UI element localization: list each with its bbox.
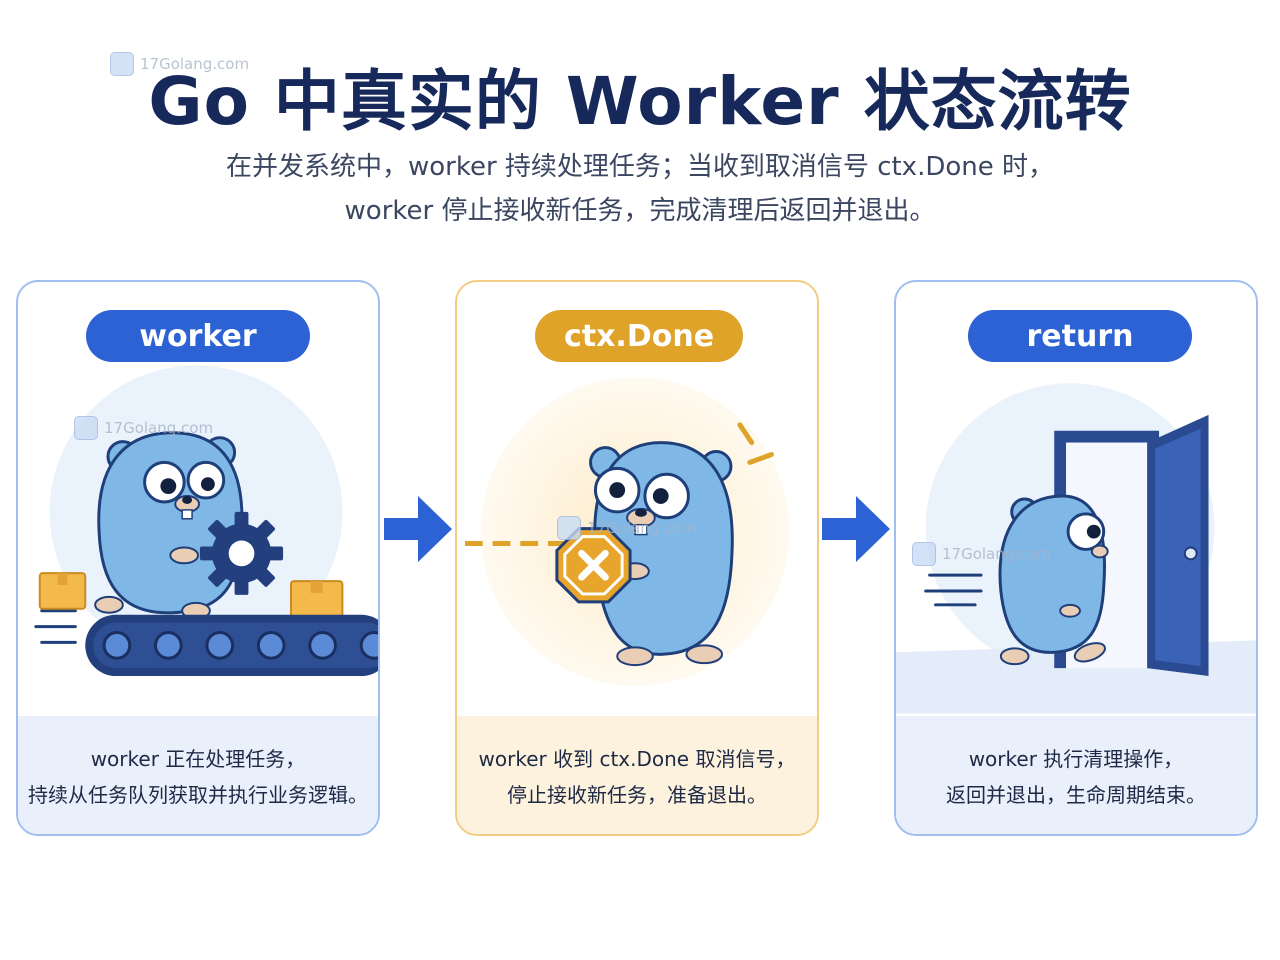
gopher-stop-illustration <box>464 377 790 686</box>
gopher-exit-illustration <box>896 383 1256 714</box>
panel-caption: worker 执行清理操作， 返回并退出，生命周期结束。 <box>896 716 1256 834</box>
gopher-icon <box>589 441 734 667</box>
watermark-icon <box>74 416 98 440</box>
gopher-icon <box>94 431 244 620</box>
gear-icon <box>199 511 284 595</box>
watermark-logo: 17Golang.com <box>74 416 213 440</box>
watermark-logo: 17Golang.com <box>557 516 696 540</box>
caption-line: 持续从任务队列获取并执行业务逻辑。 <box>28 783 368 807</box>
state-label-return: return <box>968 310 1192 362</box>
caption-line: 返回并退出，生命周期结束。 <box>946 783 1206 807</box>
door-icon <box>1054 414 1209 677</box>
watermark-icon <box>912 542 936 566</box>
arrow-right-icon <box>822 496 890 562</box>
stop-cancel-icon <box>555 527 632 604</box>
caption-line: 停止接收新任务，准备退出。 <box>507 783 767 807</box>
panel-worker: worker 17Golang.com worker 正在处理任务， 持续从任务… <box>16 280 380 836</box>
speed-lines-icon <box>924 573 983 607</box>
package-icon <box>38 572 87 610</box>
watermark-logo: 17Golang.com <box>110 52 249 76</box>
caption-line: worker 执行清理操作， <box>968 747 1184 771</box>
caption-line: worker 正在处理任务， <box>90 747 306 771</box>
panel-return: return 17Golang.com worker 执行清理操作， 返回并退出… <box>894 280 1258 836</box>
gopher-icon <box>998 494 1109 666</box>
package-icon <box>289 580 344 620</box>
gopher-conveyor-illustration <box>34 365 378 677</box>
arrow-right-icon <box>384 496 452 562</box>
subtitle-line-1: 在并发系统中，worker 持续处理任务；当收到取消信号 ctx.Done 时， <box>225 152 1054 182</box>
watermark-logo: 17Golang.com <box>912 542 1051 566</box>
caption-line: worker 收到 ctx.Done 取消信号， <box>478 747 796 771</box>
panel-ctx-done: ctx.Done 17Golang.com worker 收到 ctx.Done… <box>455 280 819 836</box>
watermark-icon <box>557 516 581 540</box>
subtitle-line-2: worker 停止接收新任务，完成清理后返回并退出。 <box>344 196 936 226</box>
page-title: Go 中真实的 Worker 状态流转 <box>148 63 1132 140</box>
state-label-ctx-done: ctx.Done <box>535 310 743 362</box>
state-label-worker: worker <box>86 310 310 362</box>
panel-caption: worker 收到 ctx.Done 取消信号， 停止接收新任务，准备退出。 <box>457 716 817 834</box>
panel-caption: worker 正在处理任务， 持续从任务队列获取并执行业务逻辑。 <box>18 716 378 834</box>
speed-lines-icon <box>34 609 77 644</box>
alert-rays-icon <box>737 422 774 465</box>
watermark-icon <box>110 52 134 76</box>
conveyor-belt-icon <box>85 614 378 677</box>
